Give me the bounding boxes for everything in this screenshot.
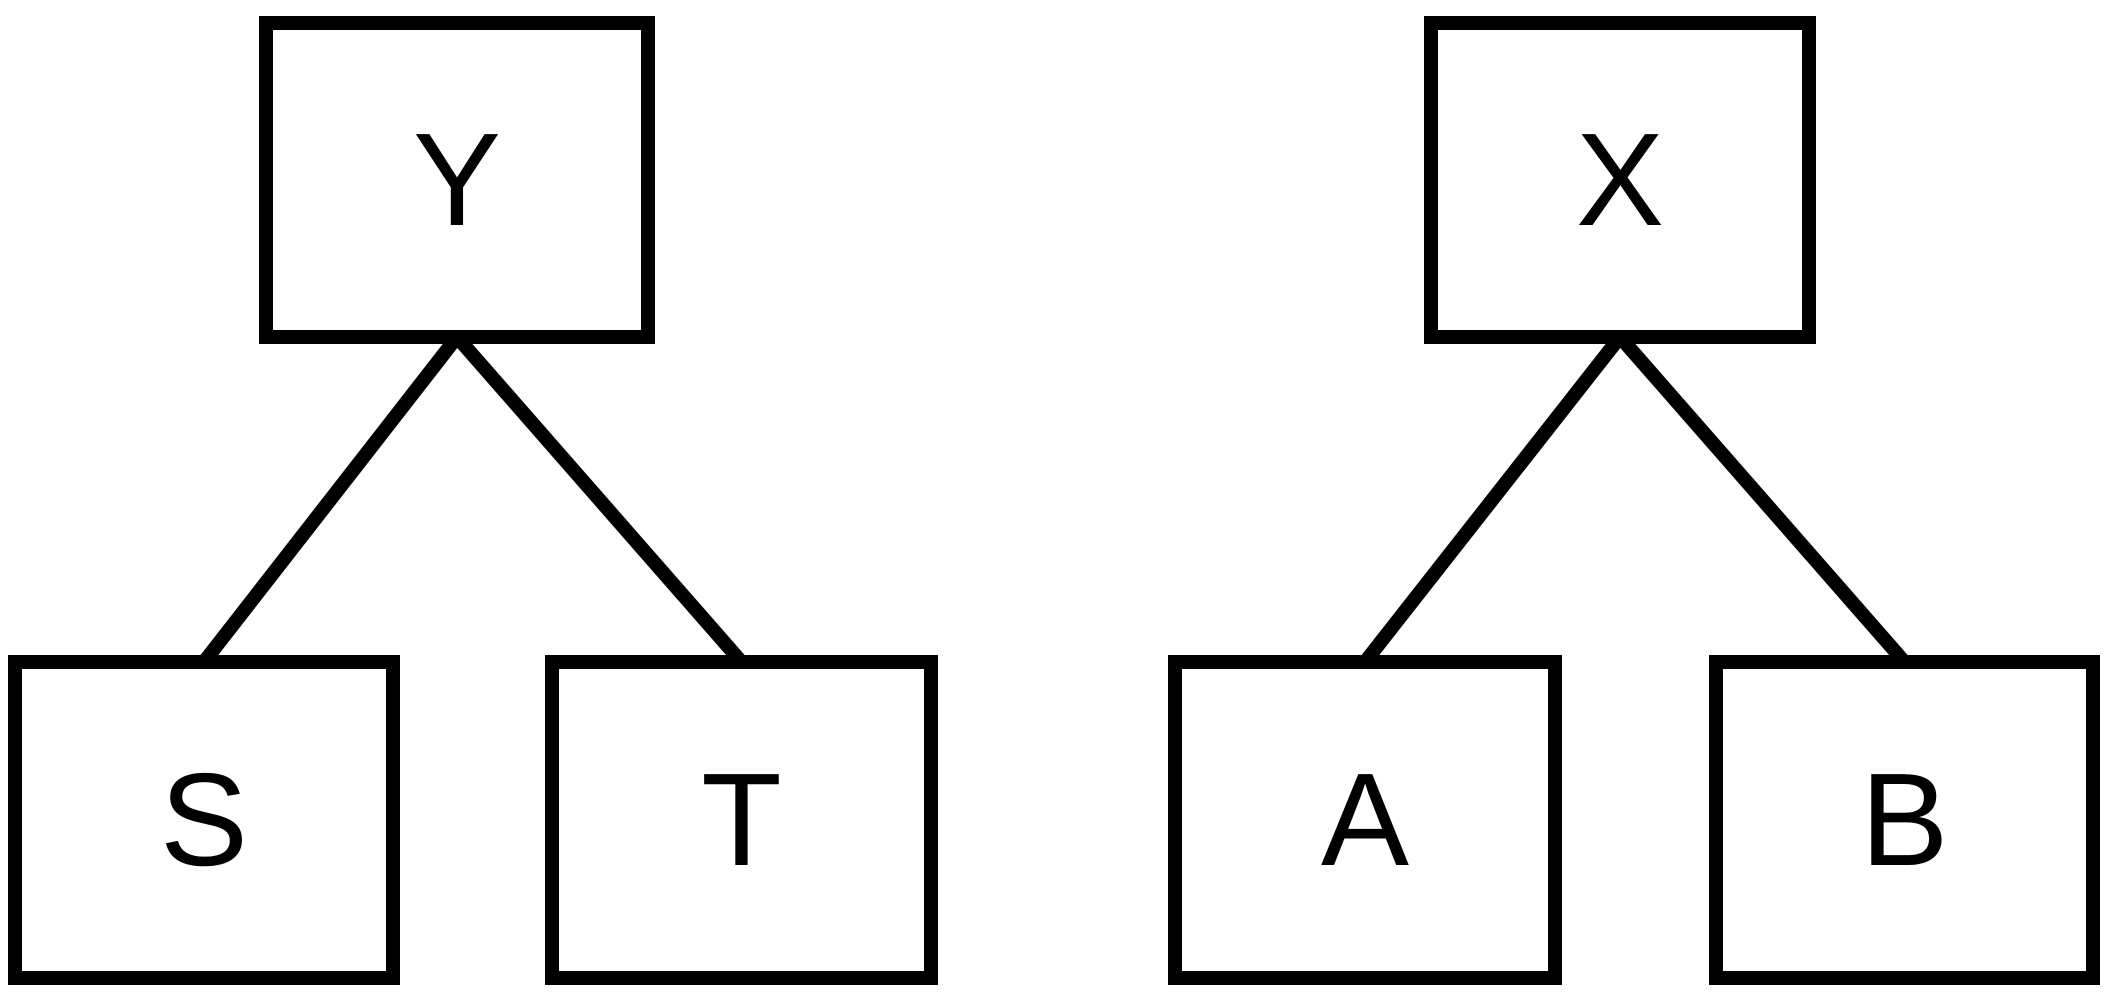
edge-y-to-s <box>198 332 463 667</box>
node-t: T <box>545 655 938 985</box>
node-y: Y <box>259 16 655 344</box>
node-y-label: Y <box>412 106 502 253</box>
node-x-label: X <box>1575 106 1665 253</box>
node-t-label: T <box>701 746 782 893</box>
edge-x-to-a <box>1359 332 1626 667</box>
node-b: B <box>1709 655 2100 985</box>
node-b-label: B <box>1860 746 1949 893</box>
edge-x-to-b <box>1614 332 1910 667</box>
node-a: A <box>1168 655 1562 985</box>
node-x: X <box>1424 16 1816 344</box>
edge-y-to-t <box>451 332 747 667</box>
node-s-label: S <box>159 746 249 893</box>
node-s: S <box>8 655 400 985</box>
node-a-label: A <box>1320 746 1410 893</box>
